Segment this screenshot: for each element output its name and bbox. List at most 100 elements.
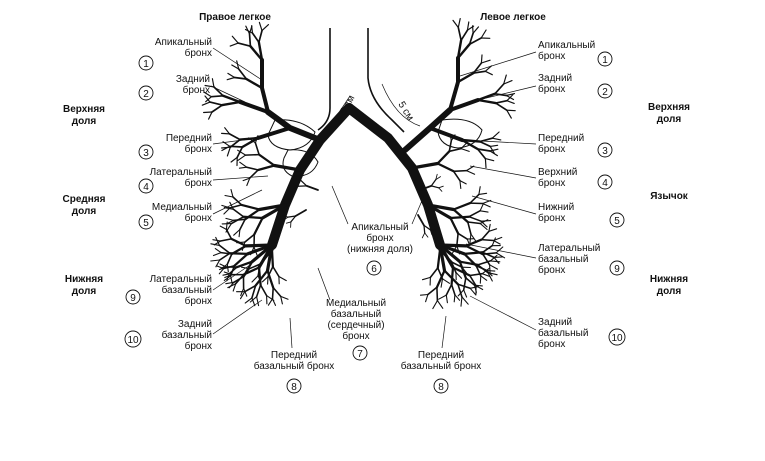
- branch-segment: [507, 101, 514, 104]
- svg-text:7: 7: [357, 349, 363, 360]
- branch-segment: [279, 277, 286, 281]
- branch-segment: [480, 142, 490, 147]
- branch-segment: [443, 279, 450, 284]
- branch-segment: [259, 31, 262, 43]
- branch-segment: [223, 96, 240, 102]
- branch-segment: [452, 268, 453, 285]
- svg-text:Медиальный: Медиальный: [326, 298, 386, 309]
- svg-text:5: 5: [614, 216, 620, 227]
- branch-segment: [451, 217, 470, 218]
- branch-segment: [426, 295, 428, 302]
- branch-segment: [485, 159, 493, 161]
- branch-segment: [259, 155, 274, 166]
- branch-segment: [462, 297, 468, 304]
- branch-segment: [485, 71, 492, 74]
- svg-text:Апикальный: Апикальный: [351, 222, 408, 233]
- branch-segment: [231, 157, 237, 162]
- branch-segment: [425, 233, 428, 237]
- branch-segment: [211, 96, 223, 97]
- branch-segment: [481, 60, 490, 63]
- branch-segment: [250, 34, 251, 47]
- branch-segment: [430, 268, 437, 278]
- branch-segment: [481, 221, 491, 222]
- branch-segment: [485, 159, 486, 168]
- svg-text:8: 8: [291, 382, 297, 393]
- branch-segment: [227, 254, 232, 264]
- branch-segment: [301, 181, 307, 186]
- svg-text:бронх: бронх: [538, 50, 565, 62]
- branch-segment: [222, 133, 230, 134]
- svg-text:Нижний: Нижний: [538, 202, 574, 213]
- branch-segment: [475, 285, 483, 286]
- branch-segment: [507, 110, 515, 111]
- left-apical-bronchus-label: Апикальный бронх 1: [460, 40, 612, 76]
- branch-segment: [495, 84, 504, 94]
- branch-segment: [494, 257, 502, 258]
- svg-text:Задний: Задний: [538, 73, 572, 84]
- branch-segment: [233, 209, 243, 217]
- branch-segment: [470, 234, 471, 243]
- branch-segment: [231, 190, 233, 198]
- svg-text:бронх: бронх: [538, 212, 565, 224]
- svg-text:Задний: Задний: [178, 319, 212, 330]
- branch-segment: [469, 217, 481, 222]
- branch-segment: [246, 245, 272, 246]
- branch-segment: [237, 242, 245, 243]
- right-posterior-basal-bronchus-label: Задний базальный бронх 10: [125, 300, 262, 352]
- branch-segment: [418, 215, 424, 225]
- branch-segment: [490, 261, 499, 262]
- svg-text:бронх: бронх: [366, 232, 393, 244]
- branch-segment: [461, 149, 469, 152]
- branch-segment: [273, 267, 279, 277]
- svg-text:9: 9: [614, 264, 620, 275]
- left-posterior-basal-bronchus-label: Задний базальный бронх 10: [470, 296, 625, 350]
- branch-segment: [202, 102, 210, 105]
- branch-segment: [228, 73, 235, 77]
- branch-segment: [454, 203, 471, 209]
- left-superior-bronchus-label: Верхний бронх 4: [470, 166, 612, 189]
- branch-segment: [481, 55, 482, 63]
- branch-segment: [461, 297, 462, 306]
- branch-segment: [489, 224, 490, 231]
- branch-segment: [439, 295, 447, 299]
- branch-segment: [457, 233, 458, 245]
- svg-text:бронх: бронх: [538, 177, 565, 189]
- svg-text:Латеральный: Латеральный: [538, 243, 600, 254]
- branch-segment: [454, 295, 455, 302]
- svg-text:Верхний: Верхний: [538, 167, 577, 178]
- svg-text:5: 5: [143, 218, 149, 229]
- svg-text:Язычок: Язычок: [650, 191, 689, 202]
- branch-segment: [458, 28, 461, 41]
- branch-segment: [480, 204, 483, 211]
- branch-segment: [246, 155, 260, 156]
- branch-segment: [438, 164, 454, 172]
- branch-segment: [230, 146, 243, 147]
- branch-segment: [437, 287, 438, 300]
- branch-segment: [468, 222, 471, 234]
- branch-segment: [431, 186, 438, 188]
- svg-text:базальный: базальный: [162, 284, 212, 296]
- branch-segment: [423, 277, 431, 279]
- branch-segment: [490, 265, 498, 269]
- branch-segment: [452, 285, 455, 295]
- branch-segment: [433, 301, 438, 309]
- branch-segment: [480, 211, 488, 212]
- svg-text:10: 10: [127, 335, 139, 346]
- left-lung-heading: Левое легкое: [480, 12, 546, 23]
- branch-segment: [212, 105, 222, 112]
- svg-text:Задний: Задний: [176, 74, 210, 85]
- branch-segment: [210, 102, 222, 105]
- branch-segment: [273, 288, 281, 297]
- branch-segment: [421, 295, 428, 296]
- svg-text:бронх: бронх: [538, 264, 565, 276]
- svg-text:3: 3: [602, 146, 608, 157]
- branch-segment: [482, 231, 489, 239]
- branch-segment: [473, 27, 478, 33]
- svg-text:Медиальный: Медиальный: [152, 202, 212, 213]
- branch-segment: [489, 229, 497, 232]
- branch-segment: [458, 19, 460, 28]
- branch-segment: [230, 134, 241, 140]
- branch-segment: [446, 285, 451, 296]
- branch-segment: [307, 186, 318, 190]
